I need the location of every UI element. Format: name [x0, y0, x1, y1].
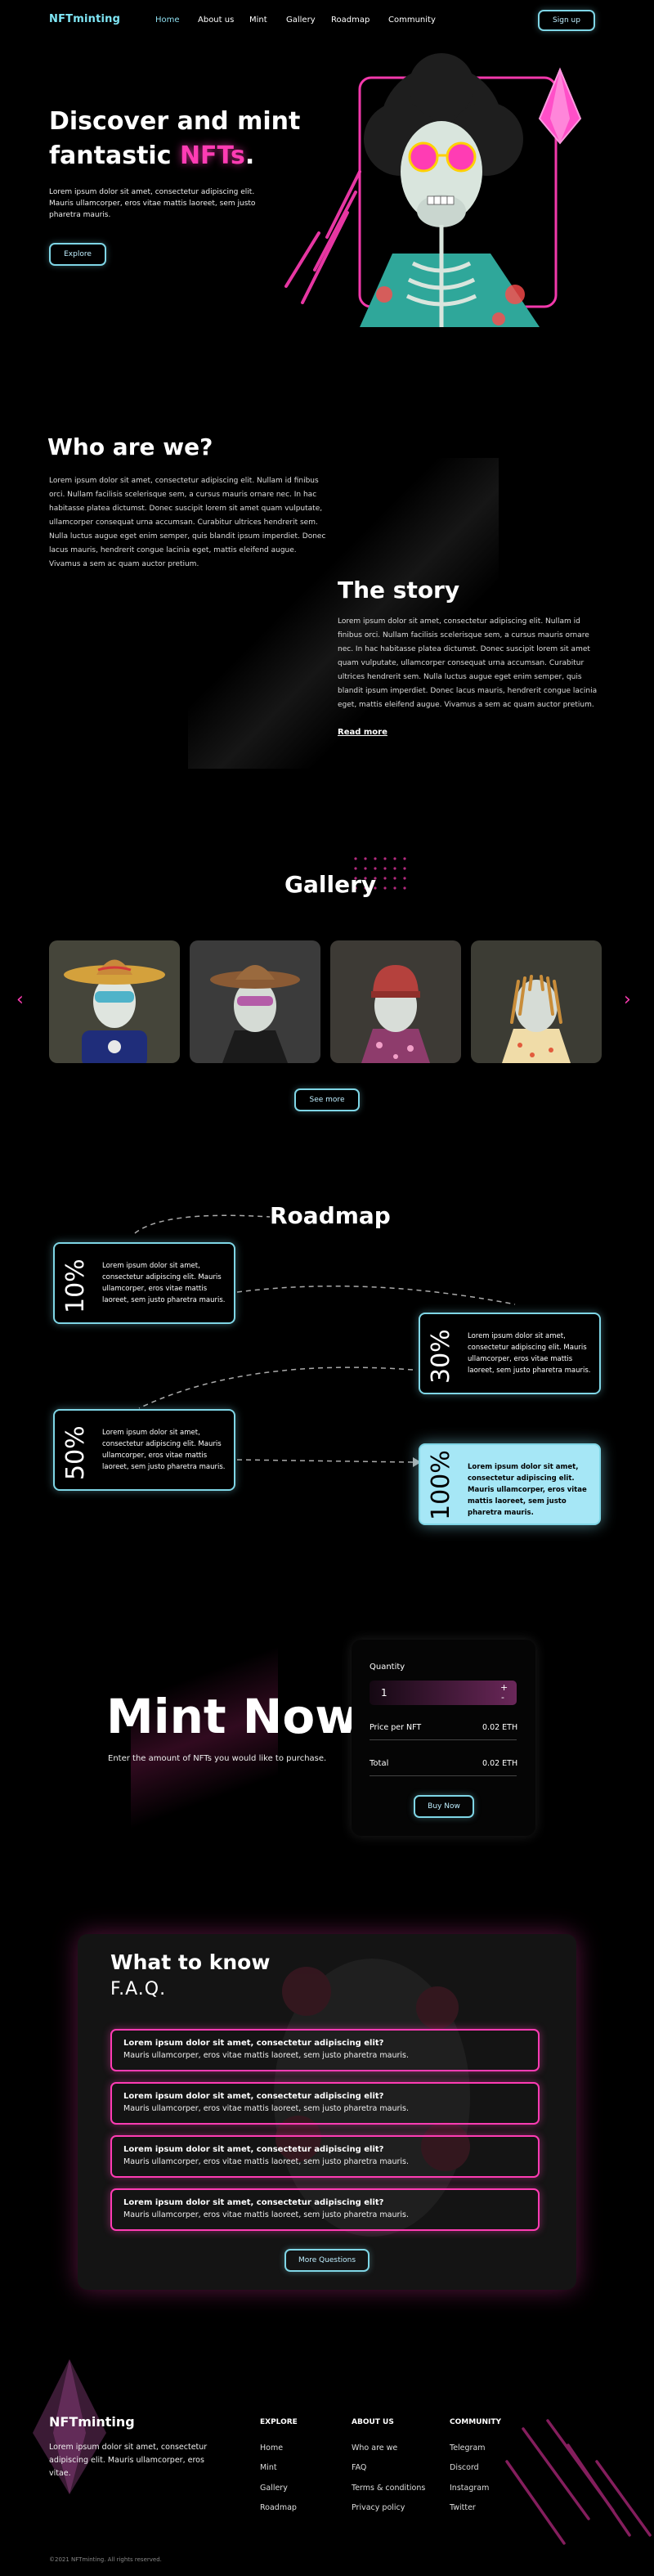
dot-grid-decoration	[354, 857, 406, 890]
hero-highlight: NFTs	[179, 141, 245, 170]
footer-link-faq[interactable]: FAQ	[352, 2463, 367, 2472]
roadmap-item-10: 10% Lorem ipsum dolor sit amet, consecte…	[53, 1242, 235, 1324]
quantity-plus-button[interactable]: +	[500, 1682, 508, 1693]
about-bg-shape	[188, 458, 499, 769]
mint-subtitle: Enter the amount of NFTs you would like …	[108, 1754, 327, 1763]
nav-link-about[interactable]: About us	[198, 16, 235, 25]
nft-cowboy-skeleton-image	[210, 965, 300, 1063]
roadmap-item-50: 50% Lorem ipsum dolor sit amet, consecte…	[53, 1409, 235, 1491]
divider	[370, 1739, 517, 1740]
mint-bg-shape	[131, 1603, 278, 1873]
faq-item-2[interactable]: Lorem ipsum dolor sit amet, consectetur …	[110, 2082, 540, 2125]
story-text: Lorem ipsum dolor sit amet, consectetur …	[338, 617, 598, 709]
footer-description: Lorem ipsum dolor sit amet, consectetur …	[49, 2443, 208, 2478]
explore-button[interactable]: Explore	[49, 243, 106, 266]
mint-card: Quantity 1 + - Price per NFT 0.02 ETH To…	[352, 1640, 535, 1836]
faq-title: What to know	[110, 1950, 271, 1974]
footer-link-home[interactable]: Home	[260, 2444, 284, 2453]
roadmap-title: Roadmap	[270, 1202, 391, 1229]
total-label: Total	[370, 1759, 389, 1768]
nav-link-mint[interactable]: Mint	[249, 16, 267, 25]
nav-link-gallery[interactable]: Gallery	[286, 16, 316, 25]
story-title: The story	[338, 577, 460, 604]
top-nav: NFTminting Home About us Mint Gallery Ro…	[0, 0, 654, 41]
faq-item-1[interactable]: Lorem ipsum dolor sit amet, consectetur …	[110, 2029, 540, 2071]
nav-link-community[interactable]: Community	[388, 16, 436, 25]
footer-streaks-decoration	[505, 2419, 652, 2545]
footer-diamond-decoration	[33, 2359, 106, 2494]
copyright: ©2021 NFTminting. All rights reserved.	[49, 2556, 162, 2563]
read-more-link[interactable]: Read more	[338, 728, 387, 737]
footer-link-roadmap[interactable]: Roadmap	[260, 2503, 297, 2512]
gallery-card-3[interactable]	[330, 940, 461, 1063]
gallery-prev-arrow-icon[interactable]: ‹	[16, 990, 24, 1010]
footer-link-terms[interactable]: Terms & conditions	[352, 2484, 426, 2493]
price-label: Price per NFT	[370, 1723, 422, 1732]
faq-item-4[interactable]: Lorem ipsum dolor sit amet, consectetur …	[110, 2188, 540, 2231]
quantity-label: Quantity	[370, 1663, 405, 1672]
mint-title: Mint Now	[106, 1689, 359, 1744]
faq-item-3[interactable]: Lorem ipsum dolor sit amet, consectetur …	[110, 2135, 540, 2178]
about-text: Lorem ipsum dolor sit amet, consectetur …	[49, 477, 326, 568]
quantity-stepper[interactable]: 1 + -	[370, 1681, 517, 1705]
total-value: 0.02 ETH	[482, 1759, 518, 1768]
logo[interactable]: NFTminting	[49, 13, 121, 25]
buy-now-button[interactable]: Buy Now	[414, 1795, 474, 1818]
quantity-value: 1	[381, 1687, 387, 1699]
roadmap-dashed-path	[134, 1214, 516, 1467]
signup-button[interactable]: Sign up	[538, 10, 595, 31]
faq-subtitle: F.A.Q.	[110, 1979, 167, 1999]
footer-link-privacy[interactable]: Privacy policy	[352, 2503, 405, 2512]
quantity-minus-button[interactable]: -	[501, 1692, 504, 1703]
gallery-next-arrow-icon[interactable]: ›	[624, 990, 631, 1010]
footer-explore-title: EXPLORE	[260, 2418, 298, 2426]
faq-panel: What to know F.A.Q. Lorem ipsum dolor si…	[78, 1934, 576, 2290]
footer-link-who[interactable]: Who are we	[352, 2444, 398, 2453]
hero-description: Lorem ipsum dolor sit amet, consectetur …	[49, 188, 256, 219]
footer-link-instagram[interactable]: Instagram	[450, 2484, 490, 2493]
gallery-card-4[interactable]	[471, 940, 602, 1063]
gallery-title: Gallery	[284, 871, 377, 898]
footer-link-telegram[interactable]: Telegram	[450, 2444, 486, 2453]
hero-title: Discover and mint fantastic NFTs.	[49, 107, 301, 170]
nav-link-home[interactable]: Home	[155, 16, 180, 25]
footer-logo[interactable]: NFTminting	[49, 2414, 135, 2430]
footer-community-title: COMMUNITY	[450, 2418, 502, 2426]
see-more-button[interactable]: See more	[294, 1088, 360, 1111]
hero-skeleton-art	[284, 53, 582, 327]
footer-link-gallery[interactable]: Gallery	[260, 2484, 288, 2493]
nft-beanie-skeleton-image	[361, 965, 430, 1063]
gallery-card-2[interactable]	[190, 940, 320, 1063]
footer-link-mint[interactable]: Mint	[260, 2463, 277, 2472]
price-value: 0.02 ETH	[482, 1723, 518, 1732]
more-questions-button[interactable]: More Questions	[284, 2249, 370, 2272]
divider	[370, 1775, 517, 1776]
roadmap-item-100: 100% Lorem ipsum dolor sit amet, consect…	[419, 1443, 601, 1525]
faq-bg-skeleton-art	[274, 1959, 470, 2237]
footer-about-title: ABOUT US	[352, 2418, 394, 2426]
nft-dreads-skeleton-image	[502, 975, 571, 1063]
footer-link-discord[interactable]: Discord	[450, 2463, 479, 2472]
about-title: Who are we?	[47, 433, 213, 460]
nav-link-roadmap[interactable]: Roadmap	[331, 16, 370, 25]
roadmap-item-30: 30% Lorem ipsum dolor sit amet, consecte…	[419, 1313, 601, 1394]
gallery-card-1[interactable]	[49, 940, 180, 1063]
nft-sombrero-skeleton-image	[64, 959, 165, 1063]
footer-link-twitter[interactable]: Twitter	[450, 2503, 476, 2512]
